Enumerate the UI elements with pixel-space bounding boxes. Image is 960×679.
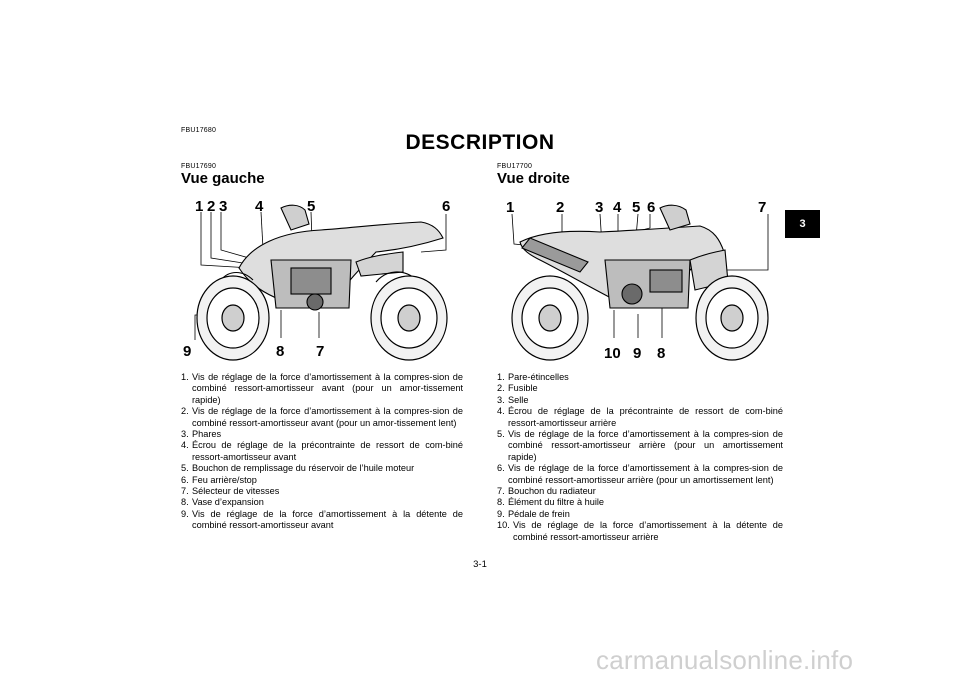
list-item: 9.Pédale de frein bbox=[497, 508, 570, 519]
svg-text:4: 4 bbox=[613, 199, 622, 216]
list-item: 4.Écrou de réglage de la précontrainte d… bbox=[181, 440, 463, 462]
right-heading: Vue droite bbox=[497, 170, 570, 187]
list-item: 1.Vis de réglage de la force d’amortisse… bbox=[181, 372, 463, 405]
watermark: carmanualsonline.info bbox=[596, 645, 854, 675]
svg-text:8: 8 bbox=[276, 343, 284, 360]
list-item: 6.Vis de réglage de la force d’amortisse… bbox=[497, 463, 783, 485]
svg-text:8: 8 bbox=[657, 345, 665, 362]
right-parts-list: 1.Pare-étincelles 2.Fusible 3.Selle 4.Éc… bbox=[497, 372, 783, 543]
svg-text:6: 6 bbox=[442, 198, 450, 215]
svg-text:3: 3 bbox=[219, 198, 227, 215]
page-number: 3-1 bbox=[473, 559, 487, 570]
svg-text:10: 10 bbox=[604, 345, 621, 362]
list-item: 10.Vis de réglage de la force d’amortiss… bbox=[497, 520, 783, 542]
list-item: 8.Élément du filtre à huile bbox=[497, 497, 605, 508]
list-item: 7.Sélecteur de vitesses bbox=[181, 486, 280, 497]
list-item: 3.Selle bbox=[497, 394, 529, 405]
svg-text:7: 7 bbox=[758, 199, 766, 216]
svg-text:4: 4 bbox=[255, 198, 264, 215]
list-item: 1.Pare-étincelles bbox=[497, 372, 569, 382]
list-item: 6.Feu arrière/stop bbox=[181, 474, 257, 485]
svg-text:7: 7 bbox=[316, 343, 324, 360]
list-item: 7.Bouchon du radiateur bbox=[497, 486, 596, 497]
svg-text:5: 5 bbox=[632, 199, 640, 216]
list-item: 5.Vis de réglage de la force d’amortisse… bbox=[497, 429, 783, 462]
list-item: 9.Vis de réglage de la force d’amortisse… bbox=[181, 508, 463, 531]
svg-text:5: 5 bbox=[307, 198, 315, 215]
list-item: 5.Bouchon de remplissage du réservoir de… bbox=[181, 463, 415, 474]
list-item: 3.Phares bbox=[181, 429, 222, 440]
svg-text:1: 1 bbox=[506, 199, 514, 216]
svg-text:9: 9 bbox=[633, 345, 641, 362]
left-parts-list: 1.Vis de réglage de la force d’amortisse… bbox=[181, 372, 463, 532]
chapter-tab: 3 bbox=[785, 210, 820, 238]
right-section-code: FBU17700 bbox=[497, 163, 533, 170]
list-item: 2.Vis de réglage de la force d’amortisse… bbox=[181, 406, 463, 428]
list-item: 8.Vase d’expansion bbox=[181, 497, 264, 508]
svg-text:2: 2 bbox=[556, 199, 564, 216]
svg-text:1: 1 bbox=[195, 198, 203, 215]
page-title: DESCRIPTION bbox=[405, 131, 555, 154]
svg-text:3: 3 bbox=[595, 199, 603, 216]
svg-text:9: 9 bbox=[183, 343, 191, 360]
list-item: 4.Écrou de réglage de la précontrainte d… bbox=[497, 406, 783, 428]
svg-text:6: 6 bbox=[647, 199, 655, 216]
svg-text:2: 2 bbox=[207, 198, 215, 215]
left-section-code: FBU17690 bbox=[181, 163, 217, 170]
section-code: FBU17680 bbox=[181, 127, 217, 134]
left-heading: Vue gauche bbox=[181, 170, 265, 187]
list-item: 2.Fusible bbox=[497, 383, 538, 394]
